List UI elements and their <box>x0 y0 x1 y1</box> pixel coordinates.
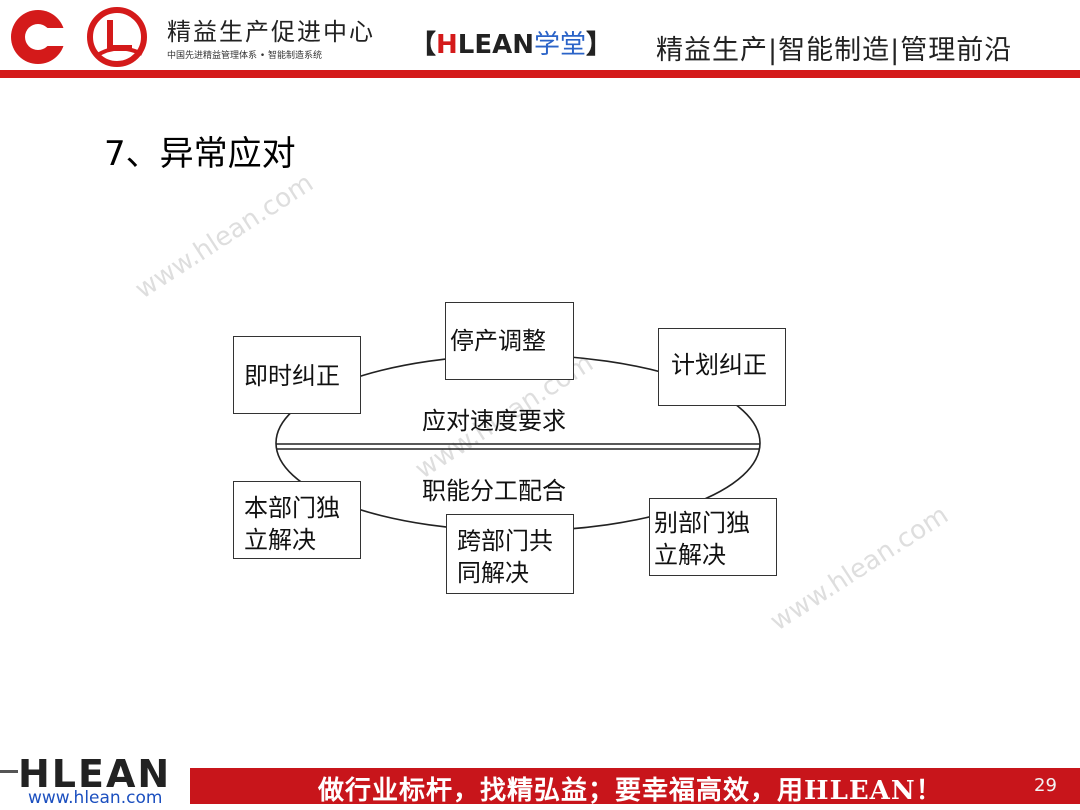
node-label-line1: 本部门独 <box>244 494 340 522</box>
node-plan-correction: 计划纠正 <box>658 328 786 406</box>
brand-suffix: 】 <box>586 30 613 60</box>
node-label-line1: 跨部门共 <box>457 527 553 555</box>
node-other-dept: 别部门独 立解决 <box>649 498 777 576</box>
c-logo-icon <box>11 10 76 64</box>
header-slogan: 精益生产|智能制造|管理前沿 <box>656 35 1013 66</box>
node-label-line2: 立解决 <box>654 541 726 569</box>
node-immediate-correction: 即时纠正 <box>233 336 361 414</box>
footer-bar <box>190 768 1080 804</box>
header: 精益生产促进中心 中国先进精益管理体系 • 智能制造系统 【HLEAN学堂】 精… <box>0 0 1080 78</box>
speed-requirement-label: 应对速度要求 <box>422 407 566 435</box>
footer-rule <box>0 770 18 773</box>
org-name: 精益生产促进中心 <box>167 18 375 46</box>
brand-prefix: 【 <box>410 30 437 60</box>
brand-label: 【HLEAN学堂】 <box>410 24 612 61</box>
header-divider <box>0 70 1080 78</box>
node-cross-dept: 跨部门共 同解决 <box>446 514 574 594</box>
footer-slogan: 做行业标杆，找精弘益；要幸福高效，用HLEAN！ <box>318 776 943 806</box>
division-cooperation-label: 职能分工配合 <box>422 477 566 505</box>
l-logo-icon <box>87 7 147 67</box>
brand-school: 学堂 <box>534 30 587 60</box>
node-label-line1: 别部门独 <box>654 509 750 537</box>
node-label: 即时纠正 <box>244 362 340 390</box>
brand-lean: LEAN <box>457 30 534 60</box>
brand-h: H <box>436 30 458 60</box>
org-tagline: 中国先进精益管理体系 • 智能制造系统 <box>167 51 323 61</box>
slide-title: 7、异常应对 <box>104 134 296 174</box>
node-label: 计划纠正 <box>671 351 767 379</box>
node-label: 停产调整 <box>450 327 546 355</box>
node-self-dept: 本部门独 立解决 <box>233 481 361 559</box>
node-stop-adjust: 停产调整 <box>445 302 574 380</box>
footer-url-link[interactable]: www.hlean.com <box>28 788 163 808</box>
node-label-line2: 立解决 <box>244 526 316 554</box>
footer-logo: HLEAN <box>18 752 172 796</box>
page-number: 29 <box>1034 775 1057 796</box>
node-label-line2: 同解决 <box>457 559 529 587</box>
